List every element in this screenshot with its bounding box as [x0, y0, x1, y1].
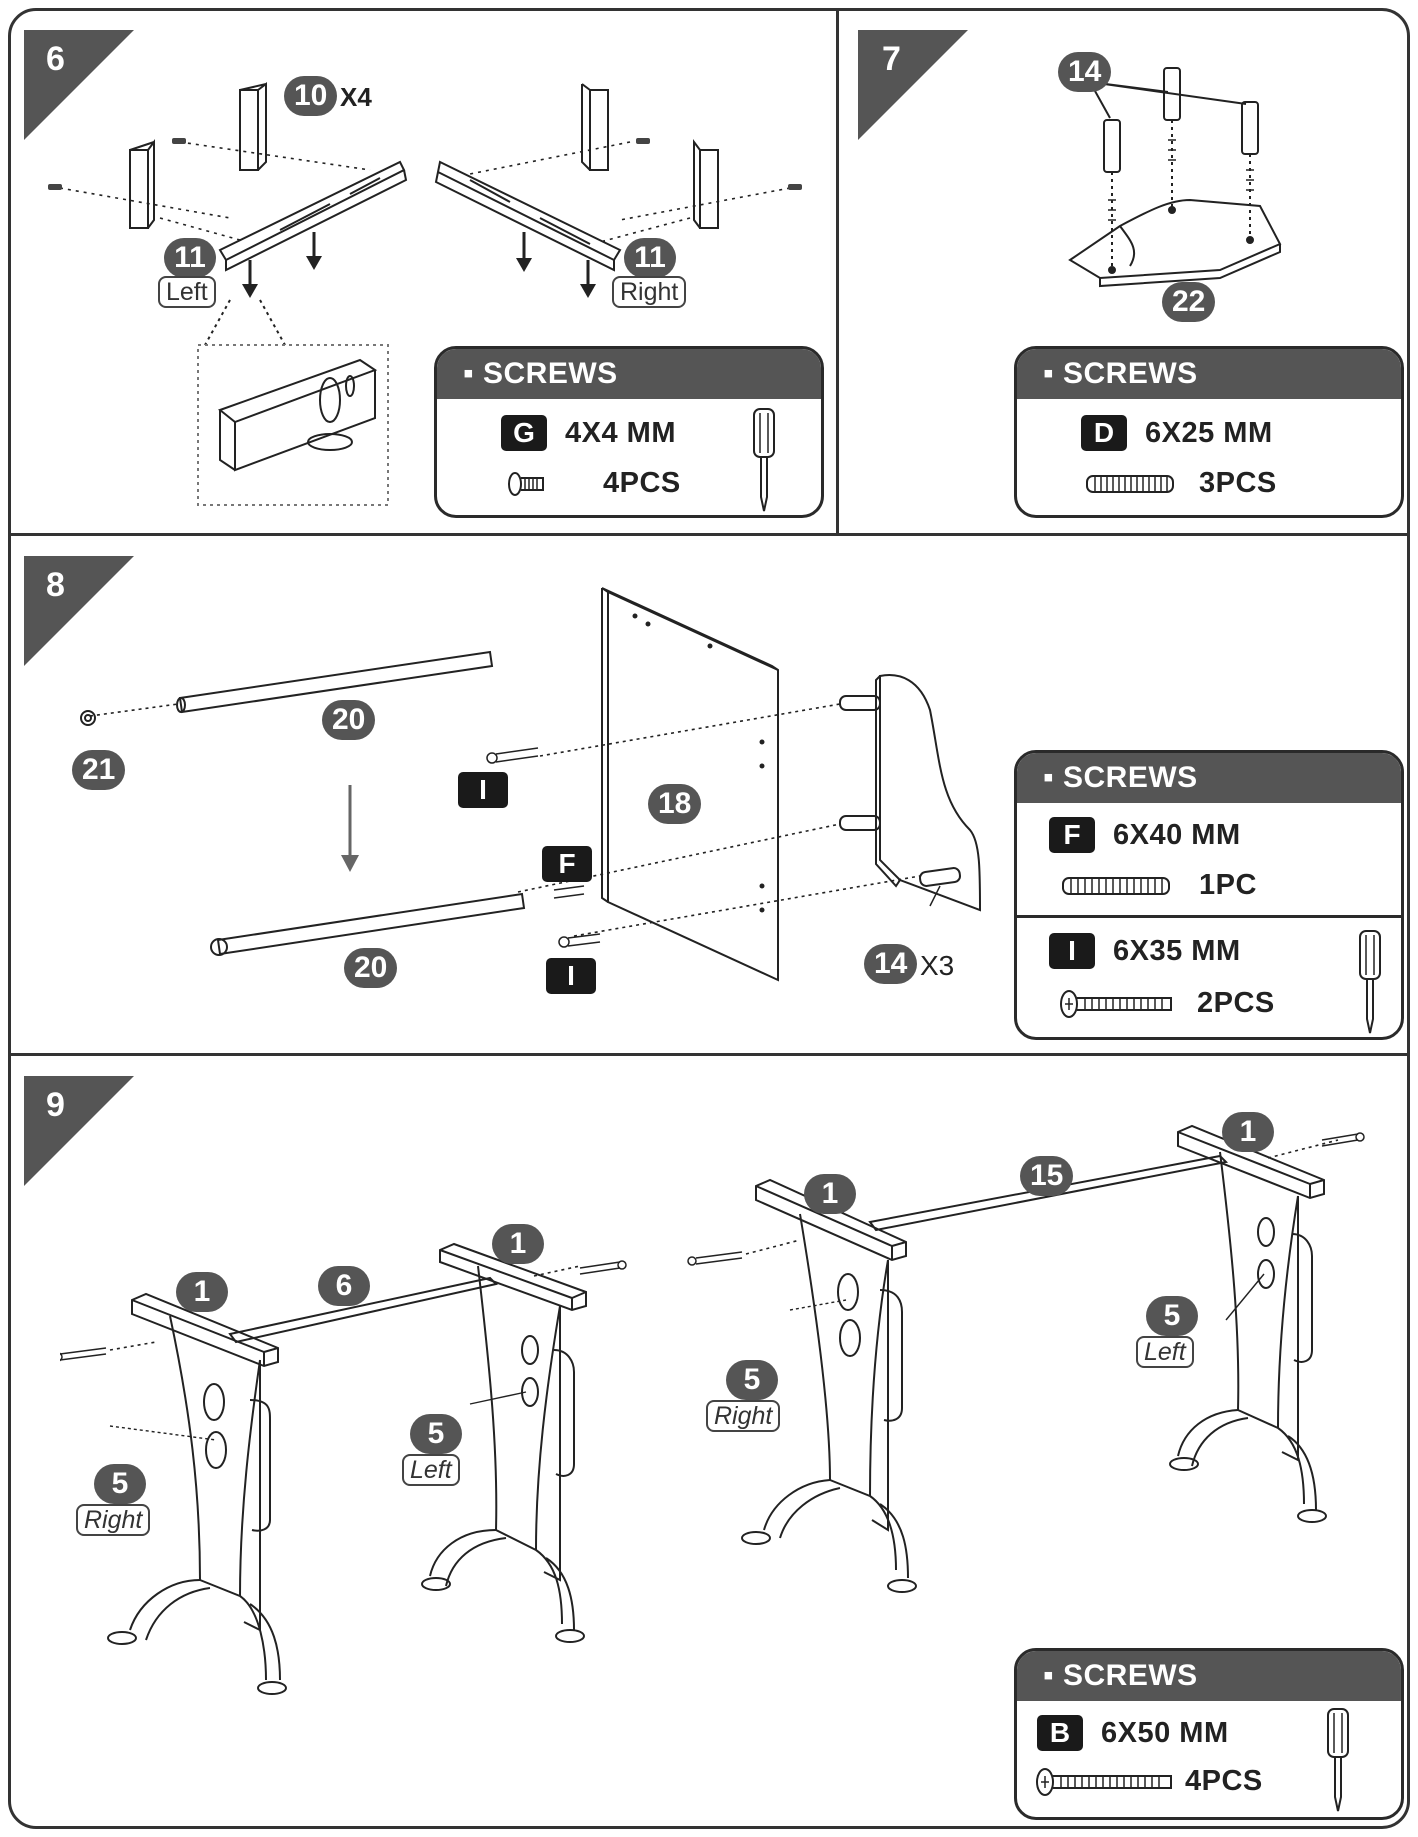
step-6-drawing	[48, 82, 802, 506]
part-label-21: 21	[72, 750, 126, 790]
screwdriver-icon	[753, 408, 775, 512]
step-7-screws-box: ▪ SCREWS D 6X25 MM 3PCS	[1014, 346, 1404, 518]
part-label-10: 10	[284, 76, 338, 116]
screw-d-count: 3PCS	[1199, 467, 1277, 499]
screwdriver-icon	[1359, 930, 1381, 1034]
step-8-drawing	[80, 587, 982, 982]
part-label-14: 14	[1058, 52, 1112, 92]
part-label-14-step8: 14	[864, 944, 918, 984]
part-label-1-c: 1	[804, 1174, 856, 1214]
screw-code-f: F	[542, 846, 592, 882]
phillips-bolt-icon	[1036, 1767, 1172, 1796]
part-label-22: 22	[1162, 282, 1216, 322]
screw-code-i-bottom: I	[546, 958, 596, 994]
screw-g-count: 4PCS	[603, 467, 681, 499]
screw-d-size: 6X25 MM	[1145, 416, 1273, 449]
screw-b-size: 6X50 MM	[1101, 1716, 1229, 1749]
dowel-icon	[1086, 474, 1174, 493]
screw-code-d: D	[1081, 415, 1127, 451]
step-9-number: 9	[46, 1086, 65, 1124]
part-5-left-tag-a: Left	[402, 1454, 460, 1486]
phillips-bolt-icon	[1060, 989, 1172, 1018]
screw-code-i-top: I	[458, 772, 508, 808]
part-label-15: 15	[1020, 1156, 1074, 1196]
part-label-6: 6	[318, 1266, 370, 1306]
part-11-left-tag: Left	[158, 276, 216, 308]
part-label-1-d: 1	[1222, 1112, 1274, 1152]
part-label-1-a: 1	[176, 1272, 228, 1312]
screw-code-f-box: F	[1049, 817, 1095, 853]
dowel-icon	[1062, 876, 1170, 895]
screwdriver-icon	[1327, 1708, 1349, 1812]
step-7-drawing	[1068, 67, 1282, 288]
part-label-1-b: 1	[492, 1224, 544, 1264]
screw-code-b: B	[1037, 1715, 1083, 1751]
part-label-18: 18	[648, 784, 702, 824]
step-6-number: 6	[46, 40, 65, 78]
divider-row1-row2	[10, 533, 1408, 536]
step-8-screws-box: ▪ SCREWS F 6X40 MM 1PC I 6X35 MM 2PCS	[1014, 750, 1404, 1040]
screw-g-size: 4X4 MM	[565, 416, 676, 449]
flat-head-screw-icon	[508, 471, 544, 496]
part-label-5-right-b: 5	[726, 1360, 778, 1400]
screw-code-i-box: I	[1049, 933, 1095, 969]
screw-code-g: G	[501, 415, 547, 451]
part-5-left-tag-b: Left	[1136, 1336, 1194, 1368]
part-label-5-right-a: 5	[94, 1464, 146, 1504]
instruction-page-frame	[8, 8, 1410, 1829]
step-8-number: 8	[46, 566, 65, 604]
screws-divider	[1017, 915, 1401, 918]
part-14-quantity: X3	[920, 950, 955, 981]
part-label-20-bottom: 20	[344, 948, 398, 988]
part-5-right-tag-a: Right	[76, 1504, 151, 1536]
part-label-5-left-b: 5	[1146, 1296, 1198, 1336]
screw-b-count: 4PCS	[1185, 1765, 1263, 1797]
step-7-screws-header: ▪ SCREWS	[1017, 349, 1401, 399]
screw-f-count: 1PC	[1199, 869, 1257, 901]
divider-row2-row3	[10, 1053, 1408, 1056]
step-8-screws-header: ▪ SCREWS	[1017, 753, 1401, 803]
screw-f-size: 6X40 MM	[1113, 818, 1241, 851]
screw-i-count: 2PCS	[1197, 987, 1275, 1019]
step-6-screws-box: ▪ SCREWS G 4X4 MM 4PCS	[434, 346, 824, 518]
part-label-11-right: 11	[624, 238, 676, 278]
divider-step6-step7	[836, 10, 839, 534]
step-6-screws-header: ▪ SCREWS	[437, 349, 821, 399]
step-9-screws-header: ▪ SCREWS	[1017, 1651, 1401, 1701]
step-9-drawing	[60, 1124, 1365, 1695]
part-11-right-tag: Right	[612, 276, 687, 308]
step-9-screws-box: ▪ SCREWS B 6X50 MM 4PCS	[1014, 1648, 1404, 1820]
part-label-20-top: 20	[322, 700, 376, 740]
screw-i-size: 6X35 MM	[1113, 934, 1241, 967]
step-7-number: 7	[882, 40, 901, 78]
part-10-quantity: X4	[340, 82, 372, 112]
part-5-right-tag-b: Right	[706, 1400, 781, 1432]
part-label-11-left: 11	[164, 238, 216, 278]
part-label-5-left-a: 5	[410, 1414, 462, 1454]
